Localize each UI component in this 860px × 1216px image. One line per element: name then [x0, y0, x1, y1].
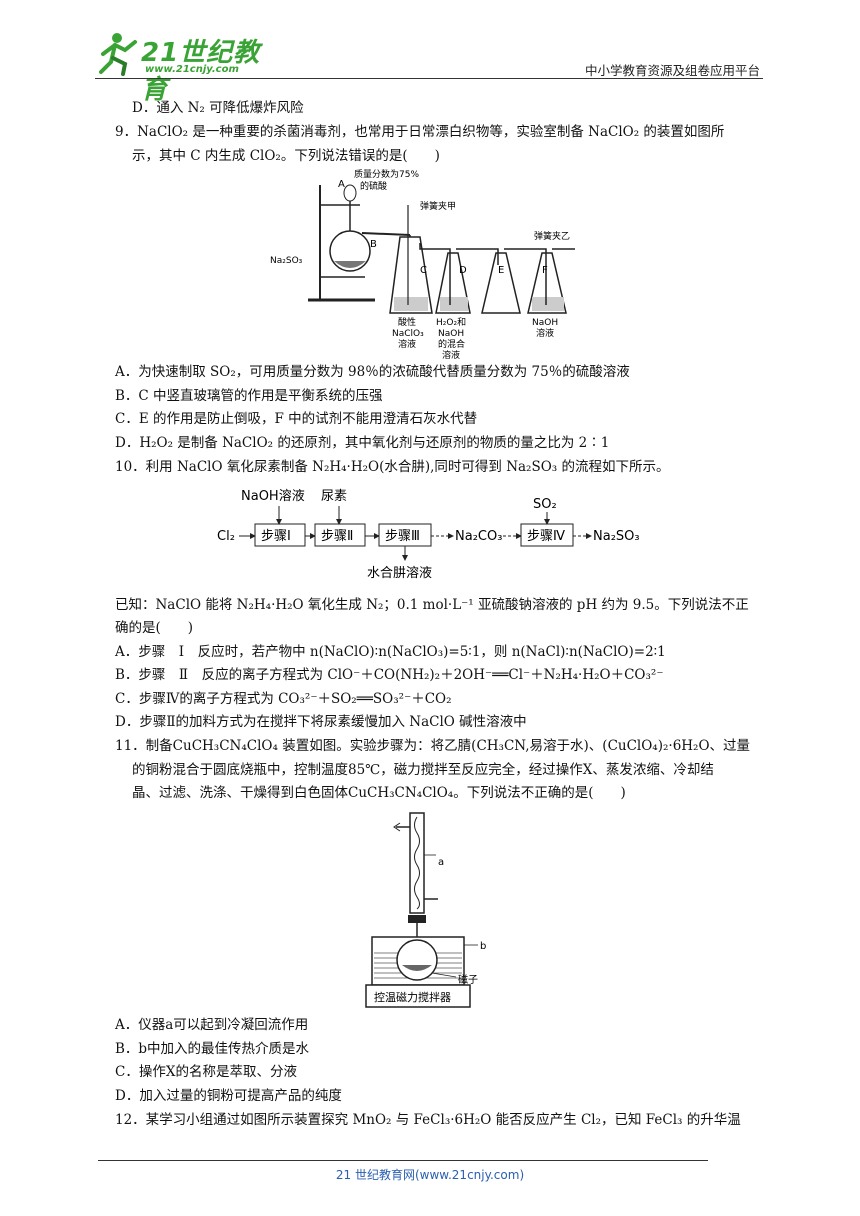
q11-apparatus-diagram: a b 磁子 控温磁力搅拌器: [365, 812, 486, 1008]
logo-title: 21世纪教育: [141, 38, 261, 105]
flow-so2: SO₂: [533, 497, 557, 512]
label-acid-2: 的硫酸: [360, 180, 387, 192]
label-stirrer: 控温磁力搅拌器: [374, 990, 451, 1004]
q12-stem-1: 12．某学习小组通过如图所示装置探究 MnO₂ 与 FeCl₃·6H₂O 能否反…: [115, 1112, 741, 1128]
label-D: D: [459, 265, 467, 276]
flow-step-2: 步骤Ⅱ: [321, 529, 353, 544]
label-f2: 溶液: [536, 327, 554, 339]
label-d1: H₂O₂和: [436, 317, 466, 328]
q10-option-b: B．步骤 Ⅱ 反应的离子方程式为 ClO⁻＋CO(NH₂)₂＋2OH⁻══Cl⁻…: [115, 667, 664, 683]
flow-urea: 尿素: [321, 489, 347, 504]
flow-step-1: 步骤Ⅰ: [261, 529, 291, 544]
label-clip-a: 弹簧夹甲: [420, 200, 456, 212]
flow-step-3: 步骤Ⅲ: [385, 529, 420, 544]
flow-hydrazine: 水合肼溶液: [367, 566, 432, 581]
label-d2: NaOH: [438, 329, 464, 339]
footer-link[interactable]: 21 世纪教育网(www.21cnjy.com): [335, 1168, 525, 1182]
q10-option-a: A．步骤 Ⅰ 反应时，若产物中 n(NaClO)∶n(NaClO₃)=5∶1，则…: [115, 644, 666, 660]
q10-known-2: 确的是( ): [115, 620, 194, 636]
q11-stem-1: 11．制备CuCH₃CN₄ClO₄ 装置如图。实验步骤为：将乙腈(CH₃CN,易…: [115, 738, 751, 754]
label-a: a: [438, 857, 444, 868]
header-logo: 21世纪教育 www.21cnjy.com: [95, 28, 275, 105]
label-c2: NaClO₃: [392, 329, 424, 339]
label-b: b: [480, 941, 486, 952]
label-c3: 溶液: [398, 338, 416, 350]
q10-option-c: C．步骤Ⅳ的离子方程式为 CO₃²⁻＋SO₂══SO₃²⁻＋CO₂: [115, 691, 452, 707]
flow-naoh: NaOH溶液: [241, 489, 305, 504]
q9-apparatus-diagram: A 质量分数为75% 的硫酸 B Na₂SO₃ 弹簧夹甲 弹簧夹乙 C D E …: [270, 168, 575, 360]
q8-option-d: D．通入 N₂ 可降低爆炸风险: [132, 100, 304, 116]
q10-flow-diagram: Cl₂ 步骤Ⅰ 步骤Ⅱ 步骤Ⅲ Na₂CO₃ 步骤Ⅳ Na₂SO₃ NaOH溶液…: [217, 489, 640, 581]
q10-option-d: D．步骤Ⅱ的加料方式为在搅拌下将尿素缓慢加入 NaClO 碱性溶液中: [115, 714, 527, 730]
q11-stem-2: 的铜粉混合于圆底烧瓶中，控制温度85℃，磁力搅拌至反应完全，经过操作X、蒸发浓缩…: [132, 762, 714, 778]
label-d3: 的混合: [438, 338, 465, 350]
label-F: F: [542, 265, 548, 276]
q11-option-c: C．操作X的名称是萃取、分液: [115, 1064, 297, 1080]
q10-known-1: 已知：NaClO 能将 N₂H₄·H₂O 氧化生成 N₂；0.1 mol·L⁻¹…: [115, 597, 749, 613]
flow-cl2: Cl₂: [217, 529, 235, 544]
runner-logo-icon: [99, 33, 137, 76]
platform-name: 中小学教育资源及组卷应用平台: [584, 63, 760, 78]
flow-step-4: 步骤Ⅳ: [527, 529, 565, 544]
label-E: E: [498, 265, 504, 276]
label-B: B: [370, 239, 377, 250]
label-stir-bar: 磁子: [458, 973, 478, 986]
label-f1: NaOH: [532, 318, 558, 328]
q11-option-d: D．加入过量的铜粉可提高产品的纯度: [115, 1088, 342, 1104]
q11-stem-3: 晶、过滤、洗涤、干燥得到白色固体CuCH₃CN₄ClO₄。下列说法不正确的是( …: [132, 785, 626, 801]
label-A: A: [338, 179, 345, 190]
q9-stem-1: 9．NaClO₂ 是一种重要的杀菌消毒剂，也常用于日常漂白织物等，实验室制备 N…: [115, 124, 725, 140]
q9-option-b: B．C 中竖直玻璃管的作用是平衡系统的压强: [115, 388, 383, 404]
q9-option-a: A．为快速制取 SO₂，可用质量分数为 98％的浓硫酸代替质量分数为 75％的硫…: [115, 364, 630, 380]
q9-stem-2: 示，其中 C 内生成 ClO₂。下列说法错误的是( ): [132, 148, 440, 164]
flow-na2co3: Na₂CO₃: [455, 529, 502, 544]
label-clip-b: 弹簧夹乙: [534, 230, 570, 242]
flow-na2so3: Na₂SO₃: [593, 529, 640, 544]
label-acid-1: 质量分数为75%: [354, 168, 419, 180]
footer-rule: [98, 1160, 708, 1161]
q10-stem: 10．利用 NaClO 氧化尿素制备 N₂H₄·H₂O(水合肼),同时可得到 N…: [115, 459, 670, 475]
logo-url: www.21cnjy.com: [145, 64, 239, 75]
q9-option-c: C．E 的作用是防止倒吸，F 中的试剂不能用澄清石灰水代替: [115, 411, 478, 427]
label-d4: 溶液: [442, 349, 460, 360]
label-C: C: [420, 265, 427, 276]
q11-option-b: B．b中加入的最佳传热介质是水: [115, 1041, 310, 1057]
q9-option-d: D．H₂O₂ 是制备 NaClO₂ 的还原剂，其中氧化剂与还原剂的物质的量之比为…: [115, 435, 610, 451]
header-rule: [95, 78, 763, 79]
label-na2so3: Na₂SO₃: [270, 256, 303, 266]
q11-option-a: A．仪器a可以起到冷凝回流作用: [115, 1017, 309, 1033]
label-c1: 酸性: [398, 316, 416, 328]
